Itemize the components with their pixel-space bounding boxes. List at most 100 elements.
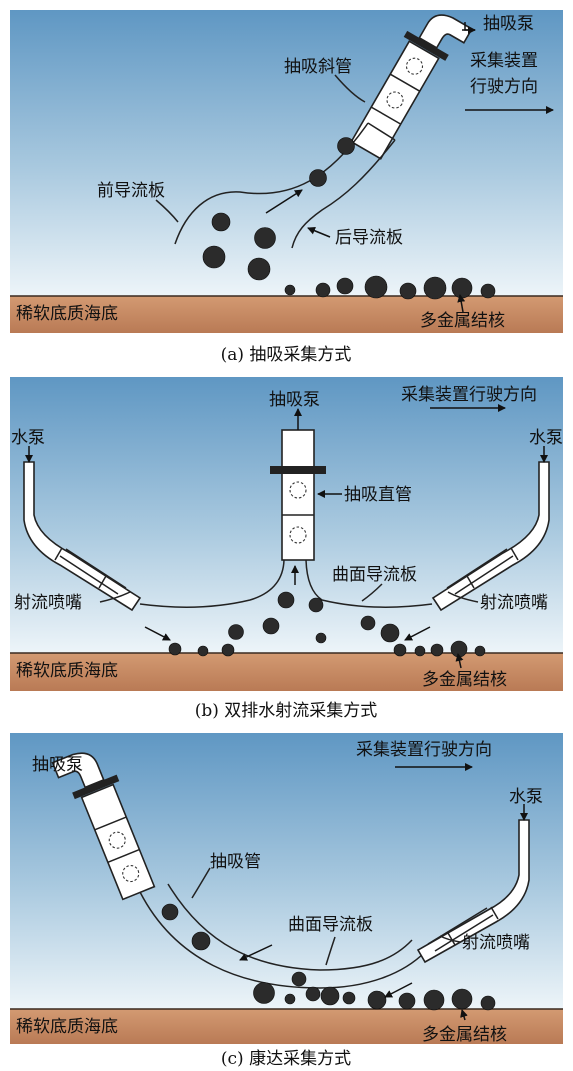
panel-b-guide-label: 曲面导流板 (332, 565, 417, 585)
nodule (474, 645, 486, 657)
nodule (277, 591, 295, 609)
panel-c-flow-arrow (239, 944, 273, 961)
nodule (414, 645, 426, 657)
panel-a-seabed (10, 296, 563, 333)
nodule (254, 227, 276, 249)
panel-c: 抽吸泵 采集装置行驶方向 水泵 抽吸管 曲面导流板 射流喷嘴 稀软底质海底 多金… (10, 733, 563, 1045)
panel-b-caption: (b) 双排水射流采集方式 (195, 701, 378, 721)
panel-c-suction-pipe (51, 752, 156, 901)
nodule (309, 169, 327, 187)
panel-a-pump-label: 抽吸泵 (483, 14, 534, 34)
panel-b-left-jet-leader (99, 591, 131, 603)
nodule (380, 623, 400, 643)
panel-b-seabed (10, 653, 563, 691)
nodule (398, 992, 416, 1010)
panel-b-nodules-label: 多金属结核 (422, 670, 507, 690)
panel-a-caption: (a) 抽吸采集方式 (221, 345, 352, 365)
nodule (308, 597, 324, 613)
panel-b-suction-pipe (270, 429, 326, 561)
panel-c-seabed-label: 稀软底质海底 (16, 1017, 118, 1037)
nodule (253, 982, 275, 1004)
nodule (342, 991, 356, 1005)
panel-c-jet-arrow (384, 982, 413, 998)
panel-c-caption: (c) 康达采集方式 (221, 1049, 351, 1069)
panel-c-nodules-label: 多金属结核 (422, 1025, 507, 1045)
nodule (202, 245, 226, 269)
panel-a: 抽吸泵 采集装置 行驶方向 抽吸斜管 前导流板 后导流板 稀软底质海底 多金属结… (10, 10, 563, 333)
panel-b-direction-label: 采集装置行驶方向 (401, 385, 537, 405)
nodule (364, 275, 388, 299)
nodule (480, 995, 496, 1011)
panel-b-left-jet-arrow (144, 626, 171, 641)
nodule (336, 277, 354, 295)
panel-a-front-label: 前导流板 (97, 181, 165, 201)
nodule (399, 282, 417, 300)
panel-b-seabed-label: 稀软底质海底 (16, 661, 118, 681)
nodule (320, 986, 340, 1006)
panel-b-left-jet-label: 射流喷嘴 (14, 593, 82, 613)
nodule (451, 988, 473, 1010)
panel-a-front-leader (155, 199, 179, 223)
nodule (247, 257, 271, 281)
nodule (367, 990, 387, 1010)
nodule (197, 645, 209, 657)
nodule (393, 643, 407, 657)
nodule (305, 986, 321, 1002)
panel-c-pump-label: 抽吸泵 (32, 755, 83, 775)
nodule (221, 643, 235, 657)
panel-b-curved-guide (139, 559, 285, 608)
panel-a-pipe-label: 抽吸斜管 (284, 57, 352, 77)
nodule (161, 903, 179, 921)
panel-c-jet-leader (439, 935, 461, 943)
nodule (168, 642, 182, 656)
nodule (228, 624, 244, 640)
panel-c-pipe-leader (191, 867, 211, 899)
panel-b-left-jet-pipe (23, 461, 142, 612)
panel-b-left-water-label: 水泵 (11, 428, 45, 448)
nodule (191, 931, 211, 951)
panel-b-right-jet-arrow (404, 626, 431, 641)
panel-a-rear-leader (307, 226, 331, 238)
nodule (284, 284, 296, 296)
panel-b-right-water-label: 水泵 (529, 428, 563, 448)
nodule (211, 212, 231, 232)
panel-c-pipe-label: 抽吸管 (210, 852, 261, 872)
nodule (284, 993, 296, 1005)
panel-c-seabed (10, 1009, 563, 1044)
panel-b-right-jet-label: 射流喷嘴 (480, 593, 548, 613)
panel-a-flow-arrow (265, 189, 303, 214)
nodule (337, 137, 355, 155)
panel-c-curved-guide (139, 891, 426, 989)
nodule (451, 277, 473, 299)
panel-a-pipe-leader (334, 74, 366, 103)
nodule (423, 989, 445, 1011)
panel-a-direction-label-2: 行驶方向 (470, 77, 538, 97)
nodule (430, 643, 444, 657)
panel-c-jet-pipe (416, 819, 530, 964)
nodule (315, 282, 331, 298)
panel-b-right-jet-leader (447, 591, 479, 603)
panel-a-rear-label: 后导流板 (335, 228, 403, 248)
panel-a-water (10, 10, 563, 298)
nodule (262, 617, 280, 635)
panel-c-jet-label: 射流喷嘴 (462, 933, 530, 953)
panel-a-intake (174, 122, 369, 245)
panel-a-suction-pipe (350, 14, 473, 160)
nodule (450, 640, 468, 658)
panel-a-nodules-label: 多金属结核 (420, 311, 505, 331)
nodule (315, 632, 327, 644)
panel-b-guide-leader (361, 583, 383, 602)
panel-a-direction-label-1: 采集装置 (470, 51, 538, 71)
panel-c-nodules-leader (460, 1009, 468, 1021)
panel-b-right-jet-pipe (431, 461, 550, 612)
nodule (360, 615, 376, 631)
panel-b-pump-label: 抽吸泵 (269, 390, 320, 410)
panel-b-pipe-label: 抽吸直管 (344, 485, 412, 505)
panel-c-water-label: 水泵 (509, 787, 543, 807)
panel-c-direction-label: 采集装置行驶方向 (356, 740, 492, 760)
panel-c-guide-label: 曲面导流板 (288, 915, 373, 935)
panel-c-guide-leader (325, 936, 336, 966)
panel-a-nodules-leader (457, 294, 466, 313)
panel-a-seabed-label: 稀软底质海底 (16, 304, 118, 324)
